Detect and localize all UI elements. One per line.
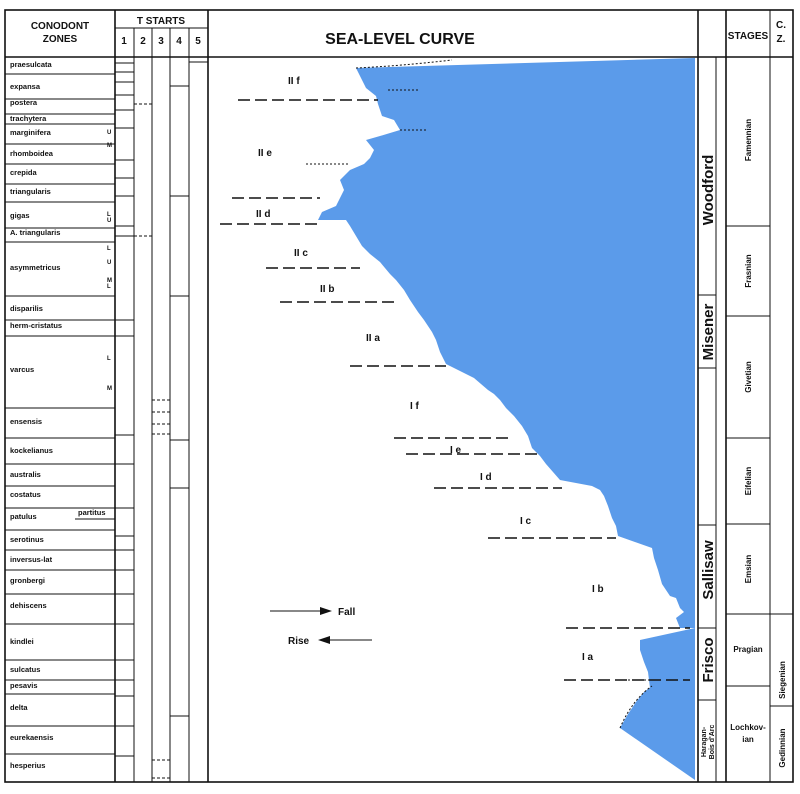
stages-column: Famennian Frasnian Givetian Eifelian Ems… <box>726 119 793 768</box>
stage-lochkovian-1: Lochkov- <box>730 723 766 732</box>
t-col-2: 2 <box>140 36 146 47</box>
zone-label: sulcatus <box>10 665 40 674</box>
t-col-4: 4 <box>176 36 182 47</box>
cycle-Id: I d <box>480 472 492 483</box>
cz-siegenian: Siegenian <box>778 661 787 699</box>
subzone-letter: L <box>107 246 111 252</box>
zone-label: australis <box>10 470 41 479</box>
zone-label: disparilis <box>10 304 43 313</box>
t-col-3: 3 <box>158 36 164 47</box>
zone-label: praesulcata <box>10 60 53 69</box>
stage-famennian: Famennian <box>744 119 753 161</box>
formation-bois-darc: Bois d'Arc <box>709 725 716 760</box>
cz-header-line2: Z. <box>777 34 786 45</box>
zone-label: A. triangularis <box>10 228 60 237</box>
stage-emsian: Emsian <box>744 555 753 584</box>
subzone-letter: U <box>107 260 111 266</box>
zone-label: asymmetricus <box>10 263 60 272</box>
formation-sallisaw: Sallisaw <box>700 540 717 600</box>
zone-label: crepida <box>10 168 38 177</box>
zones-header-line1: CONODONT <box>31 21 89 32</box>
cycle-IIb: II b <box>320 284 334 295</box>
subzone-letter: L <box>107 284 111 290</box>
zone-label: postera <box>10 98 38 107</box>
t-col-5: 5 <box>195 36 201 47</box>
zone-label: gigas <box>10 211 30 220</box>
subzone-letter: L <box>107 212 111 218</box>
stages-header: STAGES <box>728 31 769 42</box>
zone-label: expansa <box>10 82 41 91</box>
t-col-1: 1 <box>121 36 127 47</box>
zone-label: marginifera <box>10 128 52 137</box>
zone-label: serotinus <box>10 535 44 544</box>
subzone-letter: M <box>107 278 112 284</box>
zone-label: pesavis <box>10 681 38 690</box>
zone-label: kindlei <box>10 637 34 646</box>
subzone-letter: M <box>107 386 112 392</box>
stage-pragian: Pragian <box>733 645 762 654</box>
cycle-Ib: I b <box>592 584 604 595</box>
zone-row-lines <box>5 73 115 755</box>
zone-label: kockelianus <box>10 446 53 455</box>
cycle-If: I f <box>410 401 420 412</box>
formation-frisco: Frisco <box>700 637 717 682</box>
zone-label: eurekaensis <box>10 733 53 742</box>
stage-givetian: Givetian <box>744 361 753 393</box>
chart-title: SEA-LEVEL CURVE <box>325 31 475 48</box>
zone-label: ensensis <box>10 417 42 426</box>
cycle-Ia: I a <box>582 652 594 663</box>
t-starts-header: T STARTS <box>137 16 185 27</box>
zone-label: costatus <box>10 490 41 499</box>
cycle-IIa: II a <box>366 333 380 344</box>
cycle-IIe: II e <box>258 148 272 159</box>
zones-header-line2: ZONES <box>43 34 78 45</box>
t-start-marks <box>115 61 208 779</box>
subzone-letter: L <box>107 356 111 362</box>
subzone-letter: U <box>107 218 111 224</box>
stage-frasnian: Frasnian <box>744 254 753 287</box>
zone-label: varcus <box>10 365 34 374</box>
sea-level-fill <box>318 58 695 780</box>
zone-label: trachytera <box>10 114 47 123</box>
cycle-boundaries <box>220 99 690 681</box>
cycle-Ie: I e <box>450 445 462 456</box>
formation-woodford: Woodford <box>700 155 717 226</box>
cycle-IIc: II c <box>294 248 308 259</box>
subzone-letter: U <box>107 130 111 136</box>
zone-label: hesperius <box>10 761 45 770</box>
cycle-IId: II d <box>256 209 270 220</box>
formation-column: Woodford Misener Sallisaw Frisco Haragan… <box>698 155 717 760</box>
legend: Fall Rise <box>270 607 372 647</box>
formation-haragan: Haragan- <box>701 726 708 757</box>
zone-label: dehiscens <box>10 601 47 610</box>
stage-lochkovian-2: ian <box>742 735 754 744</box>
zone-label: herm-cristatus <box>10 321 62 330</box>
zone-label: inversus-lat <box>10 555 53 564</box>
cz-header-line1: C. <box>776 20 786 31</box>
formation-misener: Misener <box>700 303 717 360</box>
zone-label: rhomboidea <box>10 149 54 158</box>
legend-fall: Fall <box>338 607 355 618</box>
table-frame <box>4 9 794 783</box>
zone-labels: praesulcata expansa postera trachytera margi… <box>10 60 62 770</box>
stage-eifelian: Eifelian <box>744 467 753 496</box>
zone-label: triangularis <box>10 187 51 196</box>
cycle-IIf: II f <box>288 76 300 87</box>
zone-label: patulus <box>10 512 37 521</box>
cycle-Ic: I c <box>520 516 532 527</box>
zone-label: delta <box>10 703 28 712</box>
cz-gedinnian: Gedinnian <box>778 728 787 767</box>
subzone-letter: M <box>107 143 112 149</box>
legend-rise: Rise <box>288 636 310 647</box>
partitus-label: partitus <box>78 508 106 517</box>
zone-label: gronbergi <box>10 576 45 585</box>
